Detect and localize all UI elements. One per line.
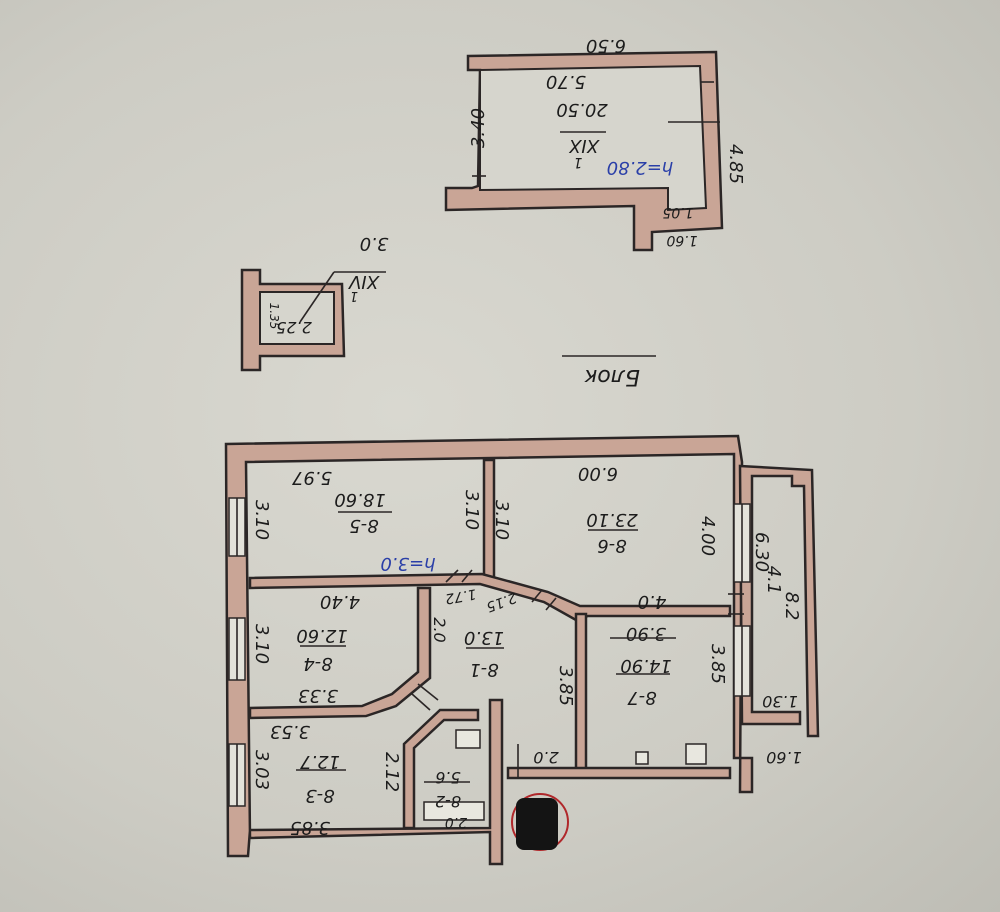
stamp-mark-fill — [516, 798, 558, 850]
room-8-5-id: 8-5 — [349, 515, 378, 536]
loggia-width: 1.30 — [762, 692, 798, 711]
loggia-width2: 1.60 — [766, 748, 802, 767]
room-8-1-b: 1.72 — [444, 585, 478, 606]
room-8-7-width: 3.90 — [626, 623, 666, 644]
small-room-sub: 1 — [350, 288, 358, 303]
room-8-3-width: 3.53 — [270, 721, 310, 742]
top-room-step-b: 1.60 — [666, 232, 697, 248]
top-room-height: h=2.80 — [607, 157, 674, 178]
room-8-7-bottom: 2.0 — [533, 748, 558, 767]
top-room-sub: 1 — [574, 154, 583, 170]
room-8-6-depth: 3.10 — [491, 500, 512, 540]
small-room-width: 2.25 — [276, 318, 312, 337]
room-8-1-id: 8-1 — [469, 659, 498, 680]
top-room-step-a: 1.05 — [662, 204, 693, 220]
room-8-4-width2: 3.33 — [298, 685, 338, 706]
small-room — [240, 268, 386, 372]
room-8-5-width: 5.97 — [291, 467, 332, 488]
room-8-2-area: 5.6 — [435, 768, 460, 787]
room-8-1-c: 2.0 — [430, 617, 449, 642]
room-8-3-id: 8-3 — [305, 785, 334, 806]
room-8-1-a: 2.15 — [484, 589, 519, 615]
room-8-5-area: 18.60 — [334, 489, 386, 510]
loggia-area: 8.2 — [781, 592, 802, 621]
top-room-number: XIX — [568, 135, 600, 156]
room-8-3-depth: 3.03 — [251, 750, 272, 790]
room-8-1-depth: 3.85 — [555, 666, 576, 706]
building-label: Блок — [583, 364, 640, 389]
room-8-5-depth: 3.10 — [251, 500, 272, 540]
small-room-area: 3.0 — [360, 233, 389, 254]
room-8-7-top: 4.0 — [638, 591, 667, 612]
small-room-depth: 1.35 — [267, 303, 281, 330]
room-8-3-area: 12.7 — [299, 751, 340, 772]
room-8-4-depth: 3.10 — [251, 624, 272, 664]
window-marks — [228, 497, 751, 807]
main-apartment — [224, 434, 820, 866]
room-8-7-id: 8-7 — [627, 687, 657, 708]
room-8-6-id: 8-6 — [597, 535, 626, 556]
top-room-area: 20.50 — [556, 99, 608, 120]
room-8-7-area: 14.90 — [620, 655, 672, 676]
main-height: h=3.0 — [380, 553, 435, 574]
room-8-4-width: 4.40 — [320, 591, 360, 612]
room-8-2-id: 8-2 — [435, 792, 461, 811]
room-8-5-depth2: 3.10 — [461, 490, 482, 530]
top-room-depth: 3.40 — [468, 108, 489, 148]
room-8-6-depth2: 4.00 — [697, 516, 718, 556]
top-room-width-inner: 5.70 — [546, 71, 586, 92]
small-room-number: XIV — [347, 271, 380, 292]
room-8-4-id: 8-4 — [303, 653, 332, 674]
room-8-6-width: 6.00 — [578, 463, 618, 484]
room-8-3-bottom: 3.85 — [290, 817, 330, 838]
room-8-2-extra: 2.0 — [445, 814, 467, 830]
room-8-1-area: 13.0 — [464, 627, 504, 648]
room-8-7-depth: 3.85 — [707, 644, 728, 684]
fixtures — [423, 729, 707, 821]
room-8-6-area: 23.10 — [586, 509, 638, 530]
room-8-4-area: 12.60 — [296, 625, 348, 646]
room-8-3-side: 2.12 — [381, 752, 402, 792]
door-marks — [411, 569, 744, 778]
top-room-side: 4.85 — [725, 144, 746, 184]
top-room-width-outer: 6.50 — [586, 35, 626, 56]
loggia-sub: 4.1 — [763, 566, 784, 595]
loggia-depth: 6.30 — [751, 532, 772, 572]
top-room — [444, 50, 724, 252]
